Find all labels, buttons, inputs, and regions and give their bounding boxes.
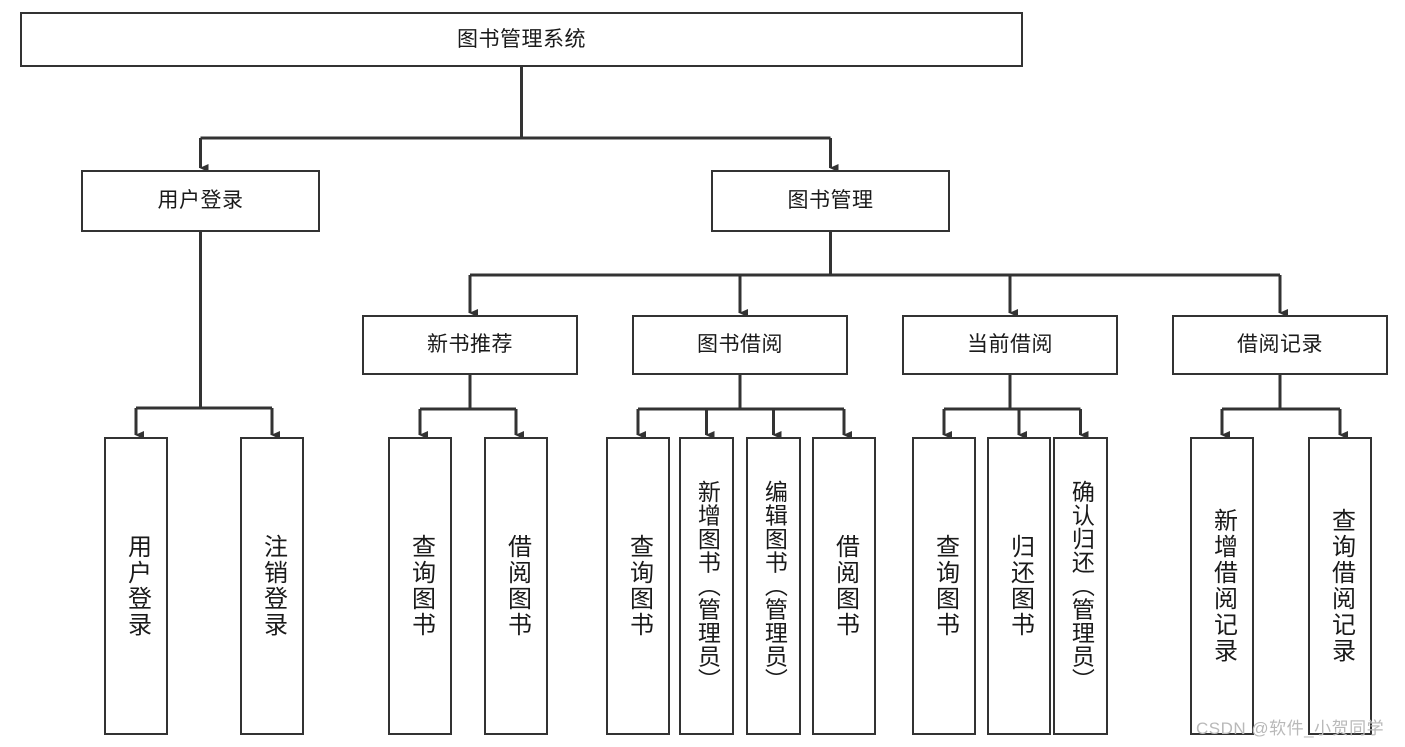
node-new-book-recommend-label: 新书推荐 bbox=[427, 333, 513, 357]
node-borrow-record[interactable]: 借阅记录 bbox=[1172, 315, 1388, 375]
leaf-query-book-rec[interactable]: 查询图书 bbox=[388, 437, 452, 735]
node-current-borrow[interactable]: 当前借阅 bbox=[902, 315, 1118, 375]
leaf-borrow-book-rec-label: 借阅图书 bbox=[503, 534, 531, 638]
leaf-query-book-borrow-label: 查询图书 bbox=[625, 534, 653, 638]
leaf-query-book-current[interactable]: 查询图书 bbox=[912, 437, 976, 735]
leaf-edit-book-label: 编辑图书（管理员） bbox=[761, 480, 788, 692]
leaf-logout-label: 注销登录 bbox=[259, 534, 287, 638]
leaf-add-book-label: 新增图书（管理员） bbox=[694, 480, 721, 692]
node-current-borrow-label: 当前借阅 bbox=[967, 333, 1053, 357]
leaf-add-book[interactable]: 新增图书（管理员） bbox=[679, 437, 734, 735]
leaf-return-book[interactable]: 归还图书 bbox=[987, 437, 1051, 735]
leaf-confirm-return[interactable]: 确认归还（管理员） bbox=[1053, 437, 1108, 735]
node-book-borrow-label: 图书借阅 bbox=[697, 333, 783, 357]
node-root-label: 图书管理系统 bbox=[457, 27, 586, 51]
leaf-edit-book[interactable]: 编辑图书（管理员） bbox=[746, 437, 801, 735]
leaf-borrow-book-label: 借阅图书 bbox=[831, 534, 859, 638]
node-new-book-recommend[interactable]: 新书推荐 bbox=[362, 315, 578, 375]
connectors-group bbox=[134, 67, 1348, 439]
leaf-borrow-book[interactable]: 借阅图书 bbox=[812, 437, 876, 735]
node-book-borrow[interactable]: 图书借阅 bbox=[632, 315, 848, 375]
node-user-login-label: 用户登录 bbox=[157, 189, 244, 213]
leaf-user-login-label: 用户登录 bbox=[123, 534, 151, 638]
leaf-query-book-rec-label: 查询图书 bbox=[407, 534, 435, 638]
leaf-user-login[interactable]: 用户登录 bbox=[104, 437, 168, 735]
leaf-query-book-borrow[interactable]: 查询图书 bbox=[606, 437, 670, 735]
node-borrow-record-label: 借阅记录 bbox=[1237, 333, 1323, 357]
leaf-add-record-label: 新增借阅记录 bbox=[1209, 508, 1237, 664]
leaf-borrow-book-rec[interactable]: 借阅图书 bbox=[484, 437, 548, 735]
leaf-query-record-label: 查询借阅记录 bbox=[1327, 508, 1355, 664]
node-book-management[interactable]: 图书管理 bbox=[711, 170, 950, 232]
leaf-query-record[interactable]: 查询借阅记录 bbox=[1308, 437, 1372, 735]
node-root[interactable]: 图书管理系统 bbox=[20, 12, 1023, 67]
leaf-return-book-label: 归还图书 bbox=[1006, 534, 1034, 638]
node-book-management-label: 图书管理 bbox=[787, 189, 874, 213]
leaf-query-book-current-label: 查询图书 bbox=[931, 534, 959, 638]
csdn-watermark: CSDN @软件_小贺同学 bbox=[1196, 719, 1385, 738]
node-user-login[interactable]: 用户登录 bbox=[81, 170, 320, 232]
leaf-add-record[interactable]: 新增借阅记录 bbox=[1190, 437, 1254, 735]
leaf-confirm-return-label: 确认归还（管理员） bbox=[1068, 480, 1095, 692]
leaf-logout[interactable]: 注销登录 bbox=[240, 437, 304, 735]
